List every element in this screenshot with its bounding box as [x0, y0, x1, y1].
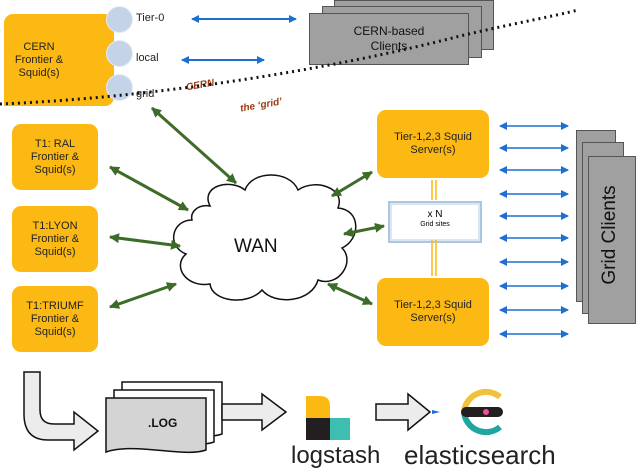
t1-ral-box: T1: RAL Frontier & Squid(s) [12, 124, 98, 190]
grid-sites-box: x N Grid sites [388, 201, 482, 243]
local-label: local [136, 52, 159, 64]
t1-ral-label: T1: RAL Frontier & Squid(s) [30, 137, 80, 176]
logstash-logo-icon [306, 396, 350, 440]
cern-client-card-front: CERN-based Clients [309, 13, 469, 65]
squid-server-top-box: Tier-1,2,3 Squid Server(s) [377, 110, 489, 178]
log-file-label: .LOG [148, 416, 178, 430]
grid-client-arrows [499, 122, 569, 338]
grid-sites-label: Grid sites [420, 221, 450, 228]
squid-server-bottom-label: Tier-1,2,3 Squid Server(s) [394, 299, 472, 324]
grid-client-card-front [588, 156, 636, 324]
elasticsearch-logo-icon [432, 388, 503, 436]
squid-bottom-wan-arrow [327, 282, 373, 306]
logstash-to-elastic-arrow [375, 392, 432, 432]
tier0-circle [106, 6, 133, 33]
t1-lyon-box: T1:LYON Frontier & Squid(s) [12, 206, 98, 272]
tier0-label: Tier-0 [136, 12, 165, 24]
lyon-wan-arrow [109, 233, 181, 250]
grid-circle [106, 74, 133, 101]
squid-server-bottom-box: Tier-1,2,3 Squid Server(s) [377, 278, 489, 346]
triumf-wan-arrow [109, 282, 177, 309]
wan-label: WAN [234, 236, 278, 257]
squid-server-top-label: Tier-1,2,3 Squid Server(s) [394, 131, 472, 156]
grid-sites-multiplier: x N [427, 209, 443, 220]
logstash-label: logstash [291, 442, 381, 469]
grid-wan-arrow [151, 106, 237, 185]
cern-frontier-label: CERN Frontier & Squid(s) [14, 40, 64, 79]
cern-grid-boundary [0, 8, 579, 106]
cern-frontier-box: CERN Frontier & Squid(s) [4, 14, 114, 106]
squid-top-wan-arrow [331, 170, 373, 198]
ral-wan-arrow [109, 165, 189, 212]
t1-triumf-label: T1:TRIUMF Frontier & Squid(s) [26, 299, 84, 338]
log-file-front [105, 397, 207, 454]
elasticsearch-label: elasticsearch [404, 440, 556, 470]
local-circle [106, 40, 133, 67]
log-to-logstash-arrow [221, 392, 288, 432]
t1-lyon-label: T1:LYON Frontier & Squid(s) [30, 219, 80, 258]
t1-triumf-box: T1:TRIUMF Frontier & Squid(s) [12, 286, 98, 352]
gridsites-wan-arrow [343, 222, 385, 238]
bent-flow-arrow [23, 371, 100, 452]
